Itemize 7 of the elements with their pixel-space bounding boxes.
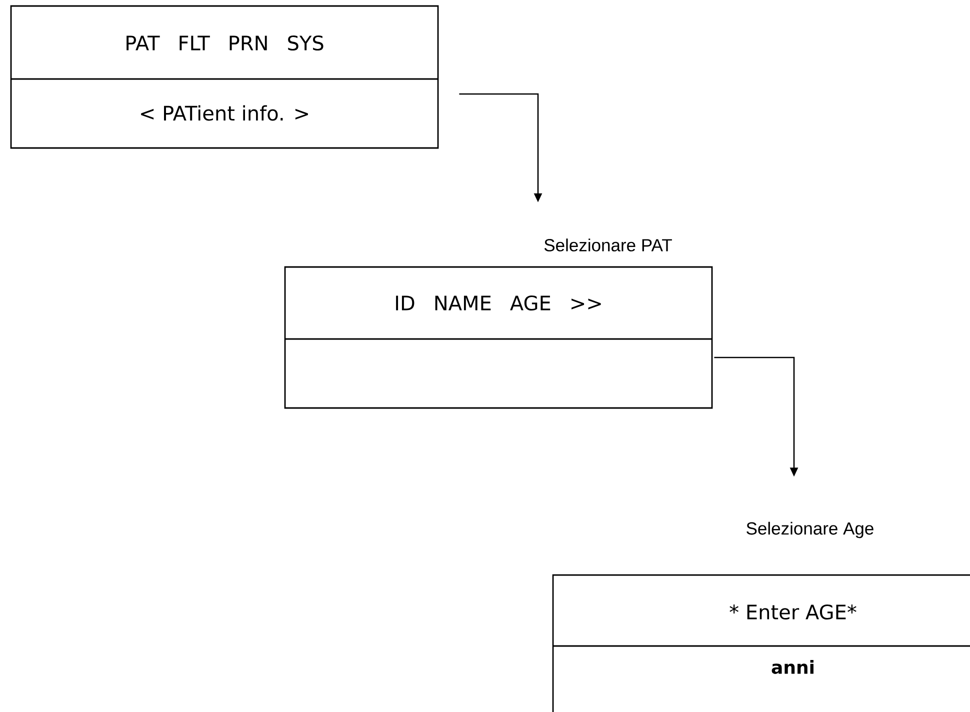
step-caption: Selezionare PAT xyxy=(544,238,672,252)
screen-text: * Enter AGE* xyxy=(730,604,856,620)
screen-text: PAT FLT PRN SYS xyxy=(126,35,324,51)
screen-text: < PATient info. > xyxy=(141,105,308,121)
unit-text: anni xyxy=(772,660,814,674)
screen-text: ID NAME AGE >> xyxy=(396,295,601,311)
step-caption: Selezionare Age xyxy=(746,522,874,538)
